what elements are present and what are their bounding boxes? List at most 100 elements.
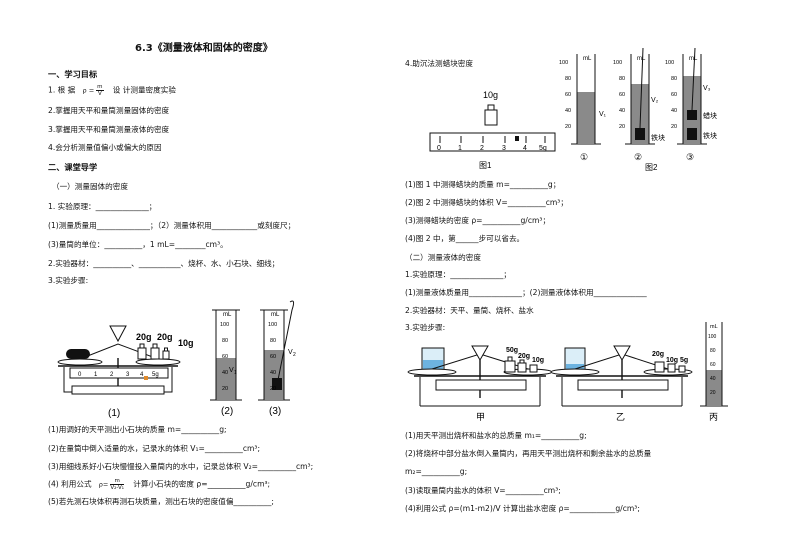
liquid-equipment: 2.实验器材：天平、量筒、烧杯、盐水 xyxy=(405,306,534,315)
weight-label-20g-a: 20g xyxy=(136,332,152,342)
cyl3-v2: V xyxy=(288,349,293,356)
wc3-60: 60 xyxy=(671,92,677,98)
bing-20: 20 xyxy=(710,390,716,396)
part2-heading: （二）测量液体的密度 xyxy=(405,253,481,262)
balance-scale-left: 0 1 2 3 4 5g xyxy=(78,372,159,378)
bing-100: 100 xyxy=(708,334,717,340)
cyl2-tick-20: 20 xyxy=(222,386,228,392)
goal-3: 3.掌握用天平和量筒测量液体的密度 xyxy=(48,125,170,134)
cyl3-tick-100: 100 xyxy=(268,322,277,328)
yi-w10: 10g xyxy=(666,357,678,364)
jia-w20: 20g xyxy=(518,353,530,360)
cyl3-tick-40: 40 xyxy=(270,370,276,376)
wax-cyl3-ml: mL xyxy=(689,56,698,62)
wax-rider xyxy=(515,136,519,141)
cyl3-tick-80: 80 xyxy=(270,338,276,344)
solid-q5: (5)若先测石块体积再测石块质量，测出石块的密度值偏__________; xyxy=(48,497,274,506)
scale-2: 2 xyxy=(110,372,114,378)
wax-heading: 4.助沉法测蜡块密度 xyxy=(405,59,473,68)
solid-q4-suffix: 计算小石块的密度 ρ=__________g/cm³; xyxy=(133,479,271,489)
wc3-40: 40 xyxy=(671,108,677,114)
liquid-tools: (1)测量液体质量用______________；(2)测量液体体积用_____… xyxy=(405,288,647,297)
goal-1-prefix: 1. 根 据 xyxy=(48,85,76,95)
liquid-q4: (4)利用公式 ρ=(m1-m2)/V 计算出盐水密度 ρ=__________… xyxy=(405,504,640,513)
scale-4: 4 xyxy=(140,372,144,378)
wax-weight-knob xyxy=(487,104,495,111)
wc1-80: 80 xyxy=(565,76,571,82)
solid-q4-prefix: (4) 利用公式 xyxy=(48,479,92,489)
wax-q3: (3)测得蜡块的密度 ρ=__________g/cm³； xyxy=(405,216,551,225)
balance-yi xyxy=(550,345,693,407)
wax-cyl2-ticks: 100 80 60 40 20 xyxy=(613,60,625,130)
wax-cyl-2 xyxy=(625,47,655,145)
wax-scale-3: 3 xyxy=(502,145,506,152)
goal-2: 2.掌握用天平和量筒测量固体的密度 xyxy=(48,106,170,115)
bing-ticks: 100 80 60 40 20 xyxy=(708,334,717,396)
wc2-60: 60 xyxy=(619,92,625,98)
wax-balance-beam xyxy=(429,132,556,152)
wc3-80: 80 xyxy=(671,76,677,82)
weight-label-10g: 10g xyxy=(178,338,194,348)
wc1-40: 40 xyxy=(565,108,571,114)
liquid-q1: (1)用天平测出烧杯和盐水的总质量 m₁=__________g; xyxy=(405,431,587,440)
wax-cyl2-ml: mL xyxy=(637,56,646,62)
liquid-q2b: m₂=__________g; xyxy=(405,467,468,476)
bing-40: 40 xyxy=(710,376,716,382)
jia-w50: 50g xyxy=(506,347,518,354)
formula-numerator: m xyxy=(96,84,104,91)
wc2-40: 40 xyxy=(619,108,625,114)
wax-cyl2-iron-label: 铁块 xyxy=(651,133,665,142)
q4-denominator: V₂-V₁ xyxy=(110,485,124,491)
scale-0: 0 xyxy=(78,372,82,378)
caption-2: (2) xyxy=(221,406,233,417)
liquid-q2a: (2)将烧杯中部分盐水倒入量筒内，再用天平测出烧杯和剩余盐水的总质量 xyxy=(405,449,652,458)
stone-on-pan xyxy=(66,349,90,359)
solid-q3: (3)用细线系好小石块慢慢投入量筒内的水中，记录总体积 V₂=_________… xyxy=(48,462,314,471)
wax-cyl-1 xyxy=(571,54,601,145)
liquid-experiment-figure: 50g 20g 10g 甲 20g 10g 5g 乙 mL 100 80 60 … xyxy=(407,322,728,422)
weights-left xyxy=(137,343,170,360)
scale-3: 3 xyxy=(126,372,130,378)
wc1-20: 20 xyxy=(565,124,571,130)
balance-jia xyxy=(407,345,553,407)
solid-q2: (2)在量筒中倒入适量的水，记录水的体积 V₁=__________cm³; xyxy=(48,444,261,453)
label-yi: 乙 xyxy=(616,412,625,422)
wc1-60: 60 xyxy=(565,92,571,98)
wax-cylinders-figure: mL 100 80 60 40 20 V₁ ① mL 100 80 60 40 … xyxy=(559,47,717,172)
wax-cyl3-wax-label: 蜡块 xyxy=(703,111,717,120)
bing-60: 60 xyxy=(710,362,716,368)
cylinder-2 xyxy=(210,309,242,401)
caption-3: (3) xyxy=(269,406,281,417)
wax-weight-label: 10g xyxy=(483,90,498,100)
wax-scale-4: 4 xyxy=(523,145,527,152)
wax-cyl-3 xyxy=(677,47,707,145)
wax-scale-1: 1 xyxy=(458,145,462,152)
jia-w10: 10g xyxy=(532,357,544,364)
wc2-100: 100 xyxy=(613,60,622,66)
page-title: 6.3《测量液体和固体的密度》 xyxy=(135,43,273,54)
solid-unit: (3)量筒的单位：__________，1 mL=________cm³。 xyxy=(48,240,228,249)
wax-balance-scale: 0 1 2 3 4 5g xyxy=(437,145,547,152)
wc3-20: 20 xyxy=(671,124,677,130)
wax-cyl2-v2: V₂ xyxy=(651,97,659,104)
wax-scale-5: 5g xyxy=(539,145,547,152)
liquid-principle: 1.实验原理：______________； xyxy=(405,270,511,279)
wc1-100: 100 xyxy=(559,60,568,66)
wax-balance-ticks xyxy=(439,136,546,143)
wax-scale-0: 0 xyxy=(437,145,441,152)
bing-ml: mL xyxy=(710,324,718,330)
fig1-caption: 图1 xyxy=(479,161,492,170)
cyl3-v2-sub: 2 xyxy=(293,352,296,358)
wax-cyl3-num: ③ xyxy=(686,152,694,162)
wax-scale-2: 2 xyxy=(480,145,484,152)
cyl2-v1-sub: 1 xyxy=(234,370,237,376)
label-bing: 丙 xyxy=(709,412,718,422)
wax-q2: (2)图 2 中测得蜡块的体积 V=__________cm³； xyxy=(405,198,568,207)
cylinder-3 xyxy=(258,300,295,401)
wax-cyl3-v3: V₃ xyxy=(703,85,711,92)
wax-balance-figure: 10g 0 1 2 3 4 5g 图1 xyxy=(429,90,556,170)
scale-1: 1 xyxy=(94,372,98,378)
